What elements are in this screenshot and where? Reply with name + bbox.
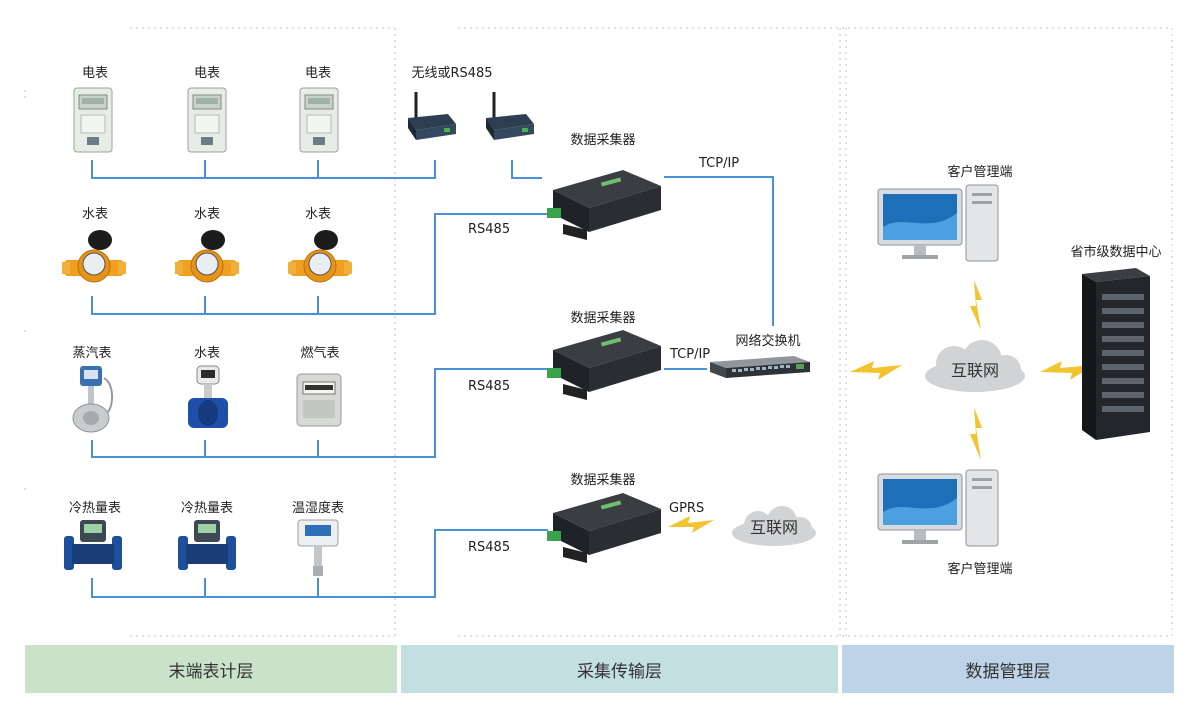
tcpip-label: TCP/IP <box>670 347 711 362</box>
rs485-label: RS485 <box>468 540 511 555</box>
electric-meter-icon <box>73 87 113 153</box>
server-rack-icon <box>1082 268 1150 440</box>
rs485-label: RS485 <box>468 222 511 237</box>
desktop-computer-icon <box>877 469 999 547</box>
temp-humidity-meter-icon <box>297 519 339 576</box>
meter-label: 水表 <box>304 207 332 222</box>
layer-data-management: 数据管理层 <box>842 645 1174 693</box>
water-meter-icon <box>175 230 239 283</box>
network-switch-icon <box>710 356 810 378</box>
gas-meter-icon <box>296 373 342 427</box>
wireless-module-icon <box>486 92 534 140</box>
meter-label: 电表 <box>81 66 109 81</box>
switch-label: 网络交换机 <box>735 334 801 349</box>
bolt-switch-cloud <box>850 361 902 380</box>
data-collector-icon <box>547 170 661 240</box>
internet-main-label: 互联网 <box>950 361 1000 380</box>
meter-label: 水表 <box>193 346 221 361</box>
cloud-icon <box>732 506 816 546</box>
collector-label: 数据采集器 <box>570 473 636 488</box>
bolt-cloud-client-top <box>970 280 982 330</box>
bolt-cloud-client-bottom <box>970 407 982 460</box>
heat-meter-icon <box>64 520 122 570</box>
layer-label: 数据管理层 <box>965 661 1051 682</box>
electric-meter-icon <box>299 87 339 153</box>
rs485-label: RS485 <box>468 379 511 394</box>
layer-collection-transmission: 采集传输层 <box>401 645 838 693</box>
client-bottom-label: 客户管理端 <box>947 562 1013 577</box>
water-meter-icon <box>188 365 228 428</box>
collector-label: 数据采集器 <box>570 311 636 326</box>
meter-label: 燃气表 <box>300 346 340 361</box>
meter-label: 水表 <box>193 207 221 222</box>
water-meter-icon <box>62 230 126 283</box>
meter-label: 冷热量表 <box>68 501 122 516</box>
internet-small-label: 互联网 <box>749 518 799 537</box>
desktop-computer-icon <box>877 184 999 262</box>
datacenter-label: 省市级数据中心 <box>1070 245 1162 260</box>
wireless-module-icon <box>408 92 456 140</box>
layer-label: 采集传输层 <box>577 661 662 682</box>
layer-terminal-meter: 末端表计层 <box>25 645 397 693</box>
steam-meter-icon <box>72 366 114 433</box>
meter-label: 电表 <box>304 66 332 81</box>
meter-label: 蒸汽表 <box>72 346 112 361</box>
heat-meter-icon <box>178 520 236 570</box>
client-top-label: 客户管理端 <box>947 165 1013 180</box>
gprs-label: GPRS <box>669 501 705 516</box>
wireless-label: 无线或RS485 <box>411 66 493 81</box>
tcpip-label: TCP/IP <box>699 156 740 171</box>
water-meter-icon <box>288 230 352 283</box>
meter-label: 电表 <box>193 66 221 81</box>
meter-label: 温湿度表 <box>291 501 345 516</box>
electric-meter-icon <box>187 87 227 153</box>
cloud-icon <box>925 340 1025 392</box>
bolt-cloud-datacenter <box>1040 361 1094 380</box>
layer-label: 末端表计层 <box>168 661 254 682</box>
collector-label: 数据采集器 <box>570 133 636 148</box>
gprs-bolt <box>668 516 714 533</box>
meter-label: 冷热量表 <box>180 501 234 516</box>
data-collector-icon <box>547 493 661 563</box>
data-collector-icon <box>547 330 661 400</box>
meter-label: 水表 <box>81 207 109 222</box>
